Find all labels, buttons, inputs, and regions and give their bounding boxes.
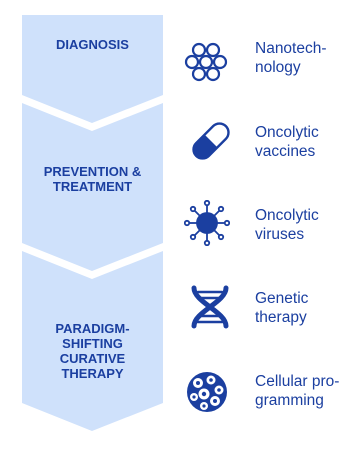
item-label-nanotechnology: Nanotech- nology bbox=[255, 40, 327, 76]
dna-icon bbox=[191, 285, 229, 329]
virus-icon bbox=[184, 200, 230, 246]
capsule-icon bbox=[192, 122, 230, 160]
chevron-segment-prevention bbox=[22, 103, 163, 271]
cell-cluster-icon bbox=[187, 372, 227, 412]
item-label-oncolytic-viruses: Oncolytic viruses bbox=[255, 207, 319, 243]
stage-label-prevention: PREVENTION & TREATMENT bbox=[43, 164, 142, 194]
item-label-cellular-programming: Cellular pro- gramming bbox=[255, 373, 340, 409]
stage-label-diagnosis: DIAGNOSIS bbox=[56, 37, 129, 52]
chevron-segment-curative bbox=[22, 251, 163, 431]
nanotechnology-icon bbox=[184, 42, 228, 82]
item-label-genetic-therapy: Genetic therapy bbox=[255, 290, 309, 326]
stage-label-curative: PARADIGM- SHIFTING CURATIVE THERAPY bbox=[55, 321, 130, 381]
chevron-segment-diagnosis bbox=[22, 15, 163, 123]
item-label-oncolytic-vaccines: Oncolytic vaccines bbox=[255, 124, 319, 160]
